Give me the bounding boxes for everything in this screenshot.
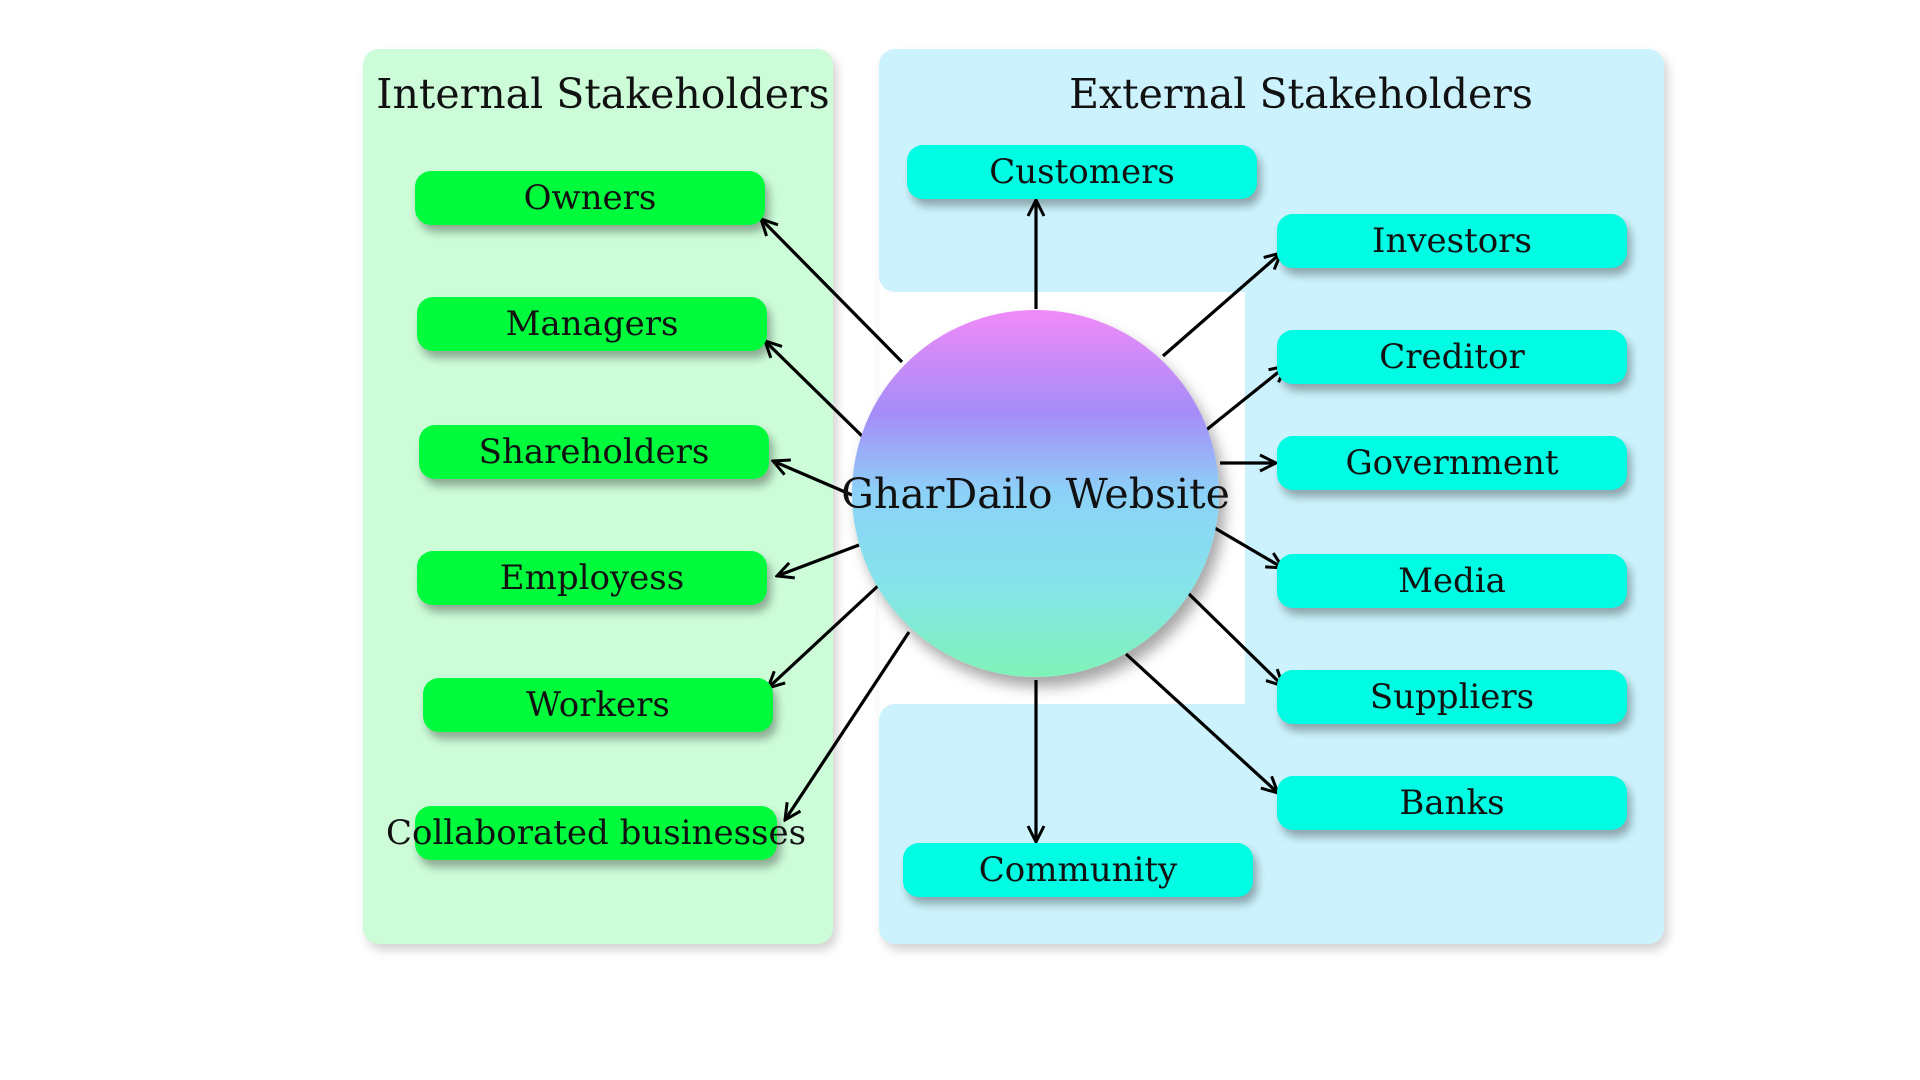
node-employess-label: Employess — [499, 558, 685, 598]
arrow-to-owners — [761, 219, 904, 364]
arrow-to-investors — [1161, 253, 1281, 358]
node-banks-label: Banks — [1399, 783, 1505, 823]
node-suppliers: Suppliers — [1277, 670, 1627, 724]
node-shareholders-label: Shareholders — [478, 432, 710, 472]
node-shareholders: Shareholders — [419, 425, 769, 479]
arrow-to-workers — [768, 582, 882, 688]
node-investors-label: Investors — [1372, 221, 1532, 261]
arrow-to-shareholders — [773, 461, 853, 497]
internal-stakeholders-title: Internal Stakeholders — [376, 70, 830, 118]
node-suppliers-label: Suppliers — [1369, 677, 1535, 717]
node-owners-label: Owners — [523, 178, 657, 218]
node-government-label: Government — [1345, 443, 1559, 483]
arrow-to-managers — [765, 341, 864, 438]
node-customers-label: Customers — [989, 152, 1175, 192]
node-workers: Workers — [423, 678, 773, 732]
node-owners: Owners — [415, 171, 765, 225]
center-node: GharDailo Website — [841, 310, 1230, 677]
node-media: Media — [1277, 554, 1627, 608]
node-managers-label: Managers — [505, 304, 679, 344]
external-stakeholders-title: External Stakeholders — [1069, 70, 1533, 118]
node-investors: Investors — [1277, 214, 1627, 268]
node-creditor: Creditor — [1277, 330, 1627, 384]
center-node-label: GharDailo Website — [841, 469, 1230, 518]
node-government: Government — [1277, 436, 1627, 490]
arrow-to-collaborated-businesses — [785, 631, 911, 820]
node-community: Community — [903, 843, 1253, 897]
arrow-to-media — [1212, 525, 1283, 568]
arrow-to-suppliers — [1186, 591, 1283, 686]
node-media-label: Media — [1398, 561, 1506, 601]
node-collaborated-businesses: Collaborated businesses — [386, 806, 806, 860]
node-employess: Employess — [417, 551, 767, 605]
node-community-label: Community — [978, 850, 1178, 890]
node-creditor-label: Creditor — [1379, 337, 1525, 377]
node-collaborated-businesses-label: Collaborated businesses — [385, 813, 807, 853]
node-banks: Banks — [1277, 776, 1627, 830]
arrow-to-creditor — [1203, 366, 1286, 433]
arrow-to-employess — [777, 543, 860, 576]
node-customers: Customers — [907, 145, 1257, 199]
node-workers-label: Workers — [526, 685, 670, 725]
arrow-to-banks — [1124, 652, 1278, 793]
node-managers: Managers — [417, 297, 767, 351]
